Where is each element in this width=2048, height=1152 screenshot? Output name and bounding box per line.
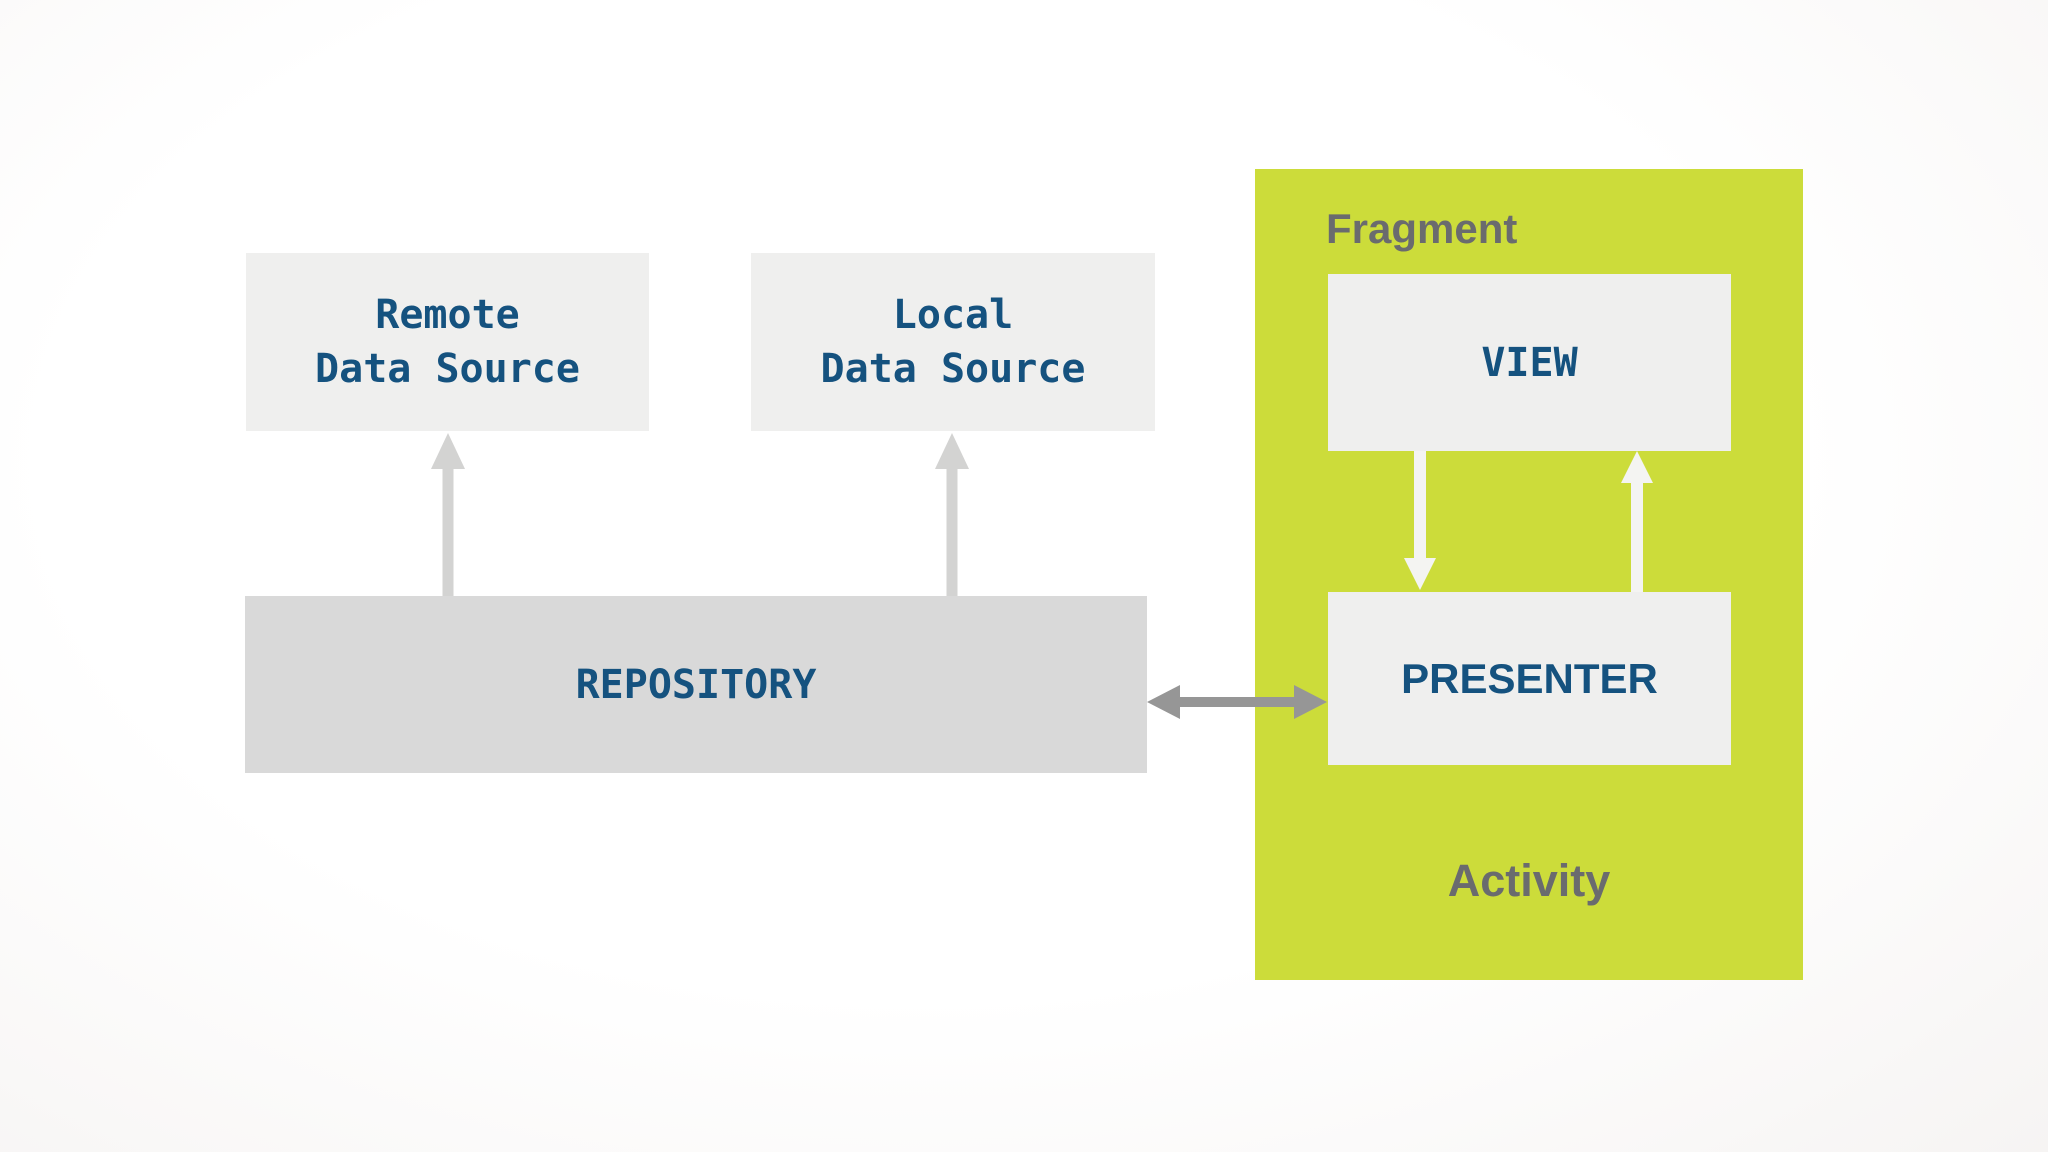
repository-label: REPOSITORY [575,661,817,708]
double-headed-arrow-icon [1147,685,1327,719]
presenter-box: PRESENTER [1328,592,1731,765]
presenter-label: PRESENTER [1401,654,1658,702]
activity-label: Activity [1447,855,1611,906]
arrow-down-icon [1404,451,1436,590]
local-data-source-label: Local Data Source [821,288,1086,396]
local-data-source-label-line2: Data Source [820,346,1086,392]
arrow-up-icon [935,433,969,596]
remote-data-source-label-line2: Data Source [315,346,580,392]
repository-box: REPOSITORY [245,596,1147,773]
arrow-up-icon [1621,451,1653,592]
local-data-source-box: Local Data Source [751,253,1155,431]
view-label: VIEW [1481,339,1578,386]
local-data-source-label-line1: Local [892,292,1014,338]
remote-data-source-label-line1: Remote [375,292,520,338]
remote-data-source-box: Remote Data Source [246,253,649,431]
arrow-up-icon [431,433,465,596]
fragment-label: Fragment [1326,205,1518,252]
remote-data-source-label: Remote Data Source [315,288,580,396]
view-box: VIEW [1328,274,1731,451]
